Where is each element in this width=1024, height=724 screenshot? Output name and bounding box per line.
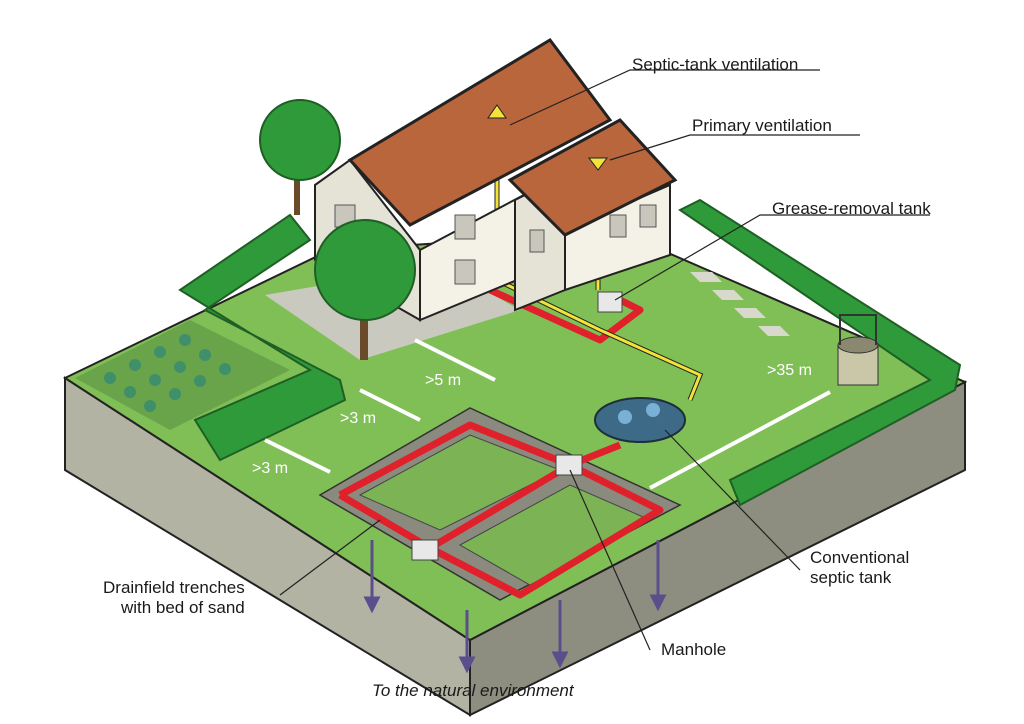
annex-roof [507, 118, 678, 237]
label-line: Drainfield trenches [103, 578, 245, 597]
label-line: septic tank [810, 568, 892, 587]
tree-trunk-back [294, 160, 300, 215]
house-roof [347, 38, 613, 227]
vegetable-plants [104, 334, 231, 412]
distance-well: >35 m [767, 362, 812, 379]
label-natural-environment: To the natural environment [372, 681, 574, 700]
hedge-right [678, 198, 962, 507]
manhole-icon [555, 454, 583, 476]
label-grease-removal-tank: Grease-removal tank [772, 199, 931, 218]
tree-front [314, 219, 416, 321]
distance-arrows [264, 338, 831, 490]
label-septic-tank-ventilation: Septic-tank ventilation [632, 55, 799, 74]
tree-back [259, 99, 341, 181]
leader-lines [279, 69, 930, 651]
label-line: Conventional [810, 548, 910, 567]
well-icon [837, 314, 879, 386]
label-manhole: Manhole [661, 640, 727, 659]
hedge-left [178, 213, 347, 462]
manhole-icon-2 [411, 539, 439, 561]
vent-cap-primary [588, 157, 608, 171]
vegetable-garden [75, 320, 290, 430]
septic-tank-icon [594, 397, 686, 443]
label-line: with bed of sand [120, 598, 245, 617]
label-drainfield: Drainfield trenches with bed of sand [103, 578, 245, 618]
distance-boundary: >3 m [252, 460, 289, 477]
distance-house: >5 m [425, 372, 462, 389]
house-windows [334, 204, 657, 285]
infiltration-arrows [363, 540, 667, 674]
grease-removal-tank-icon [597, 291, 623, 313]
label-primary-ventilation: Primary ventilation [692, 116, 832, 135]
distance-tree: >3 m [340, 410, 377, 427]
vent-cap-septic [487, 104, 507, 119]
label-conventional-septic-tank: Conventional septic tank [810, 548, 909, 588]
